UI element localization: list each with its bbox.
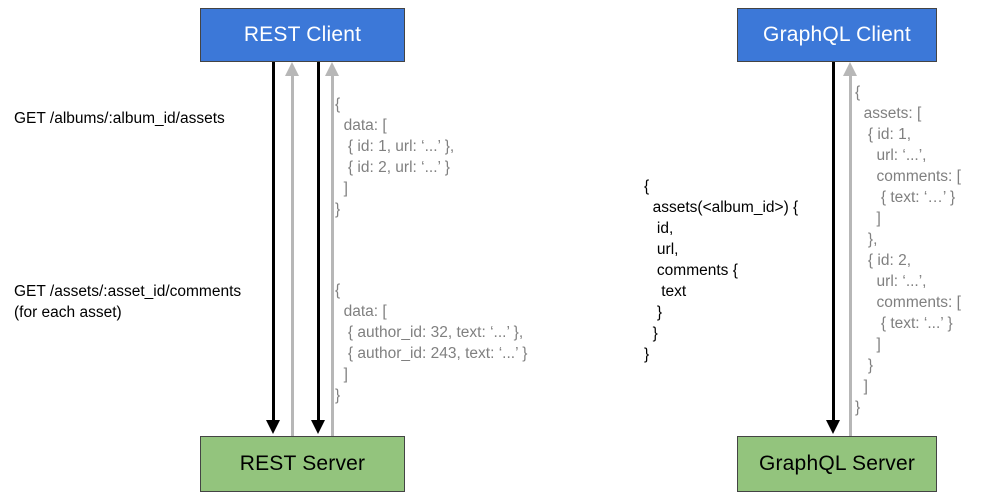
rest-response-1-line	[291, 72, 294, 436]
rest-request-1-arrowhead-icon	[266, 420, 280, 434]
rest-response-1-arrowhead-icon	[285, 62, 299, 76]
rest-client-node: REST Client	[200, 8, 405, 62]
graphql-query-text: { assets(<album_id>) { id, url, comments…	[644, 178, 799, 363]
rest-request-2-line	[317, 62, 320, 424]
graphql-server-label: GraphQL Server	[758, 452, 916, 475]
graphql-request-line	[832, 62, 835, 424]
rest-response-2-arrowhead-icon	[325, 62, 339, 76]
rest-request-1-label: GET /albums/:album_id/assets	[14, 110, 225, 127]
graphql-response-payload: { assets: [ { id: 1, url: ‘...’, comment…	[855, 84, 961, 416]
graphql-request-arrowhead-icon	[826, 420, 840, 434]
rest-server-label: REST Server	[239, 452, 366, 475]
graphql-response-arrowhead-icon	[843, 62, 857, 76]
rest-response-1-payload: { data: [ { id: 1, url: ‘...’ }, { id: 2…	[335, 96, 455, 218]
rest-request-2-arrowhead-icon	[311, 420, 325, 434]
rest-client-label: REST Client	[243, 23, 362, 46]
rest-request-1-line	[272, 62, 275, 424]
rest-response-2-line	[331, 72, 334, 436]
graphql-response-line	[849, 72, 852, 436]
rest-server-node: REST Server	[200, 436, 405, 492]
graphql-client-label: GraphQL Client	[763, 23, 911, 46]
rest-response-2-payload: { data: [ { author_id: 32, text: ‘...’ }…	[335, 282, 528, 404]
rest-request-2-label: GET /assets/:asset_id/comments (for each…	[14, 283, 242, 321]
graphql-server-node: GraphQL Server	[737, 436, 937, 492]
graphql-client-node: GraphQL Client	[737, 8, 937, 62]
